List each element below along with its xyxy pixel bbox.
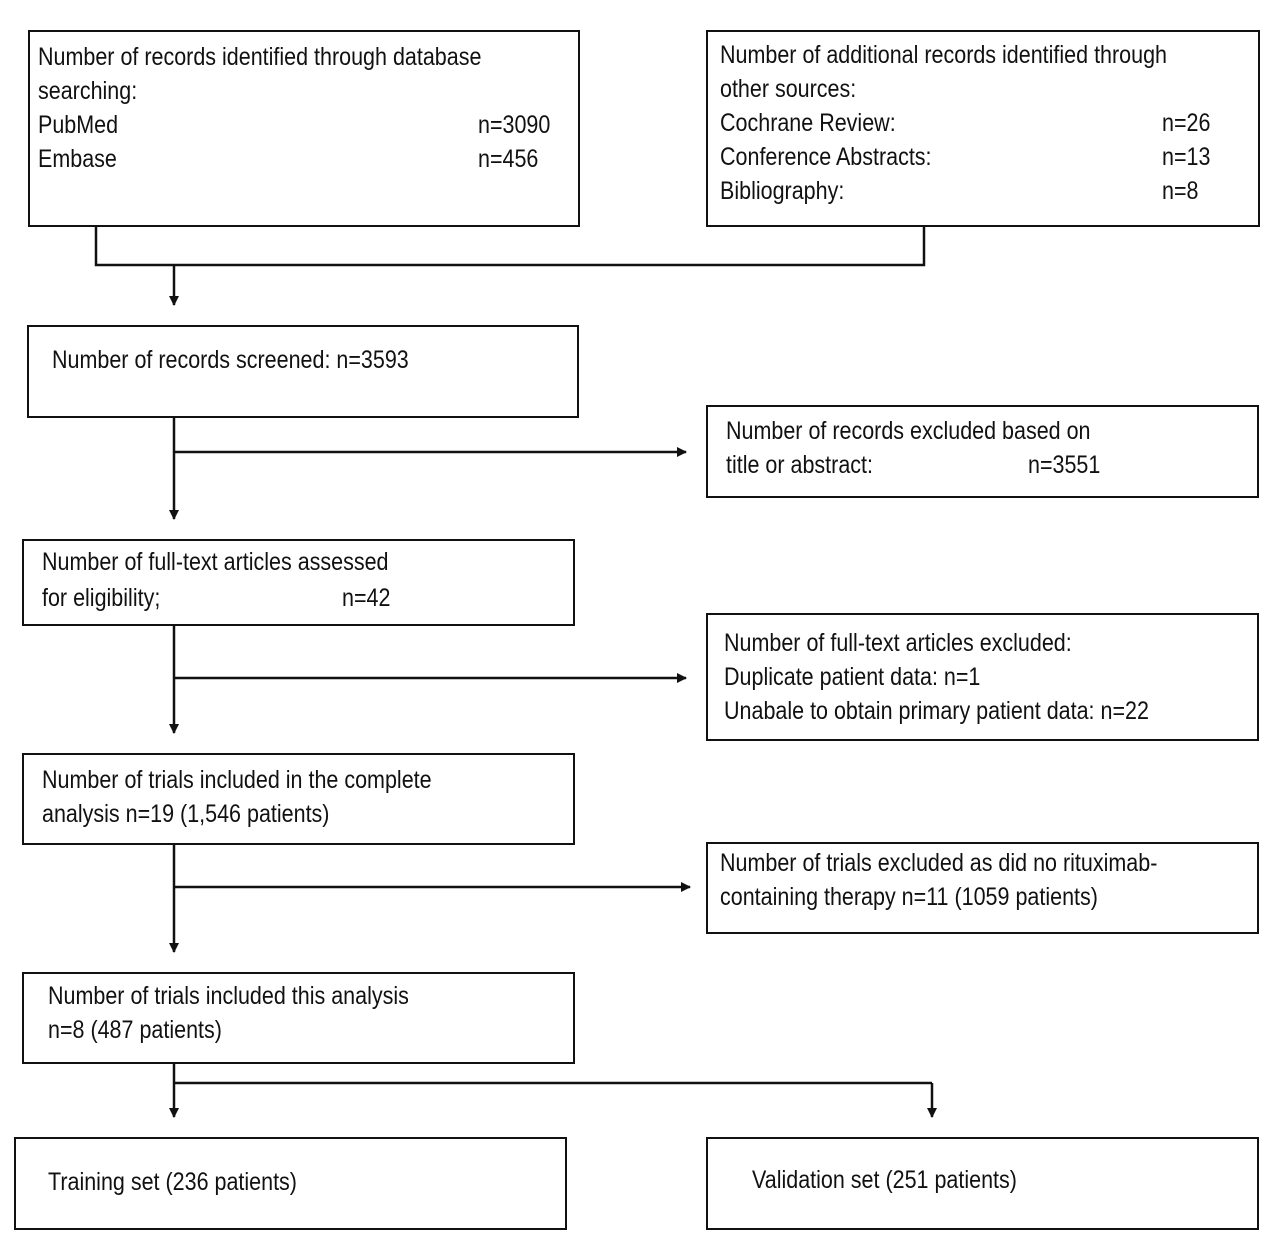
db-source-value: n=3090 (478, 111, 551, 139)
screened-label: Number of records screened: n=3593 (52, 346, 409, 374)
this-analysis-line2: n=8 (487 patients) (48, 1016, 222, 1044)
db-search-title-line2: searching: (38, 77, 138, 105)
db-source-label: Embase (38, 145, 117, 173)
trials-excluded-box (706, 842, 1259, 934)
fulltext-excluded-box (706, 613, 1259, 741)
complete-analysis-line1: Number of trials included in the complet… (42, 766, 432, 794)
other-sources-title-line2: other sources: (720, 75, 857, 103)
screened-box (27, 325, 579, 418)
training-set-label: Training set (236 patients) (48, 1168, 297, 1196)
other-source-value: n=26 (1162, 109, 1211, 137)
excluded-title-line1: Number of records excluded based on (726, 417, 1091, 445)
merge-connector (94, 227, 926, 267)
db-source-value: n=456 (478, 145, 539, 173)
trials-excluded-line1: Number of trials excluded as did no ritu… (720, 849, 1158, 877)
fulltext-excluded-line1: Number of full-text articles excluded: (724, 629, 1072, 657)
other-source-label: Cochrane Review: (720, 109, 896, 137)
fulltext-excluded-line3: Unabale to obtain primary patient data: … (724, 697, 1149, 725)
excluded-title-line2-label: title or abstract: (726, 451, 873, 479)
training-set-box (14, 1137, 567, 1230)
other-sources-box (706, 30, 1260, 227)
validation-set-label: Validation set (251 patients) (752, 1166, 1017, 1194)
this-analysis-line1: Number of trials included this analysis (48, 982, 409, 1010)
complete-analysis-box (22, 753, 575, 845)
complete-analysis-line2: analysis n=19 (1,546 patients) (42, 800, 330, 828)
other-source-label: Conference Abstracts: (720, 143, 932, 171)
db-source-label: PubMed (38, 111, 119, 139)
fulltext-excluded-line2: Duplicate patient data: n=1 (724, 663, 981, 691)
excluded-title-box (706, 405, 1259, 498)
other-source-label: Bibliography: (720, 177, 845, 205)
db-search-box (28, 30, 580, 227)
fulltext-line2-label: for eligibility; (42, 584, 161, 612)
fulltext-box (22, 539, 575, 626)
other-sources-title-line1: Number of additional records identified … (720, 41, 1167, 69)
this-analysis-box (22, 972, 575, 1064)
excluded-title-line2-value: n=3551 (1028, 451, 1101, 479)
db-search-title-line1: Number of records identified through dat… (38, 43, 482, 71)
validation-set-box (706, 1137, 1259, 1230)
other-source-value: n=13 (1162, 143, 1211, 171)
other-source-value: n=8 (1162, 177, 1199, 205)
fulltext-line1: Number of full-text articles assessed (42, 548, 389, 576)
trials-excluded-line2: containing therapy n=11 (1059 patients) (720, 883, 1098, 911)
fulltext-line2-value: n=42 (342, 584, 391, 612)
